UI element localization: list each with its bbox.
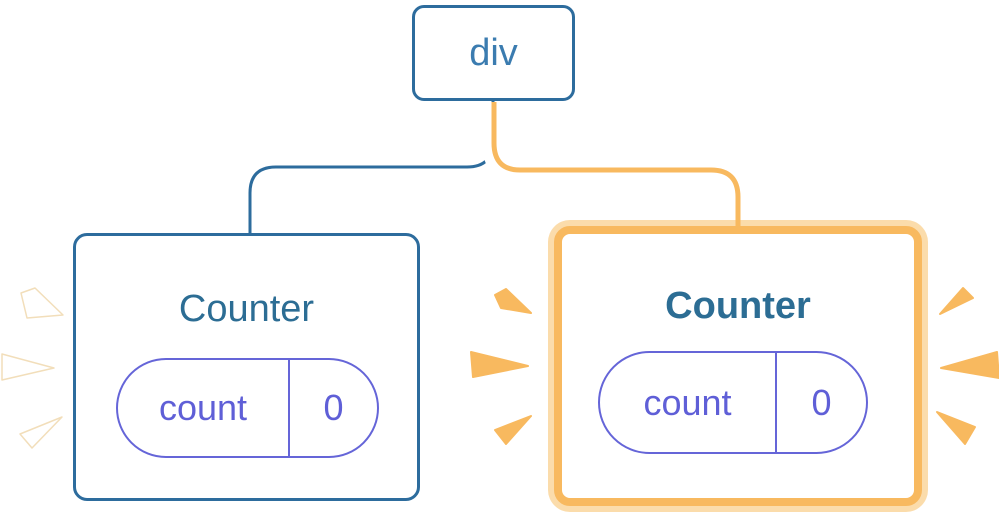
node-counter-right-highlight-ring: Counter count 0 — [548, 220, 928, 512]
edge-div-to-right-counter — [491, 102, 741, 232]
counter-right-title: Counter — [665, 285, 811, 327]
counter-left-title: Counter — [178, 288, 315, 330]
sparkle-burst-middle — [470, 288, 532, 445]
edge-div-to-left-counter — [248, 101, 495, 236]
edge-div-to-right-counter-halo — [482, 102, 753, 220]
sparkle-ray-icon — [940, 351, 999, 379]
sparkle-burst-left — [1, 287, 64, 449]
state-key-label: count — [600, 353, 777, 452]
sparkle-ray-icon — [1, 353, 55, 381]
node-counter-right: Counter count 0 — [554, 226, 922, 506]
sparkle-ray-icon — [936, 411, 976, 445]
sparkle-ray-icon — [19, 416, 63, 449]
node-div-label: div — [469, 31, 518, 74]
counter-right-state-pill: count 0 — [598, 351, 868, 454]
sparkle-ray-icon — [20, 287, 64, 319]
sparkle-ray-icon — [494, 415, 532, 445]
sparkle-burst-right — [936, 287, 999, 445]
counter-left-state-pill: count 0 — [116, 358, 379, 458]
state-key-label: count — [118, 360, 290, 456]
sparkle-ray-icon — [470, 351, 529, 378]
node-counter-left: Counter count 0 — [73, 233, 420, 501]
state-value-label: 0 — [323, 387, 344, 428]
sparkle-ray-icon — [494, 288, 532, 314]
node-div: div — [412, 5, 575, 101]
sparkle-ray-icon — [939, 287, 974, 315]
state-value-label: 0 — [811, 381, 832, 423]
